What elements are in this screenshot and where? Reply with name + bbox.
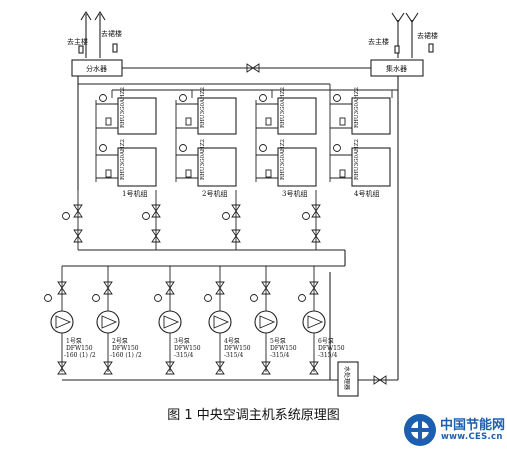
- label-to-main-building-left: 去主楼: [67, 37, 88, 46]
- distributor-label: 分水器: [86, 64, 107, 73]
- branch-valves: [62, 190, 321, 250]
- pump-4-spec: -315/4: [224, 352, 244, 359]
- pump-6-spec: -315/4: [318, 352, 338, 359]
- chiller-model-2b: RHU3G0AHZ2: [200, 139, 206, 180]
- pump-4-name: 4号泵: [224, 338, 240, 345]
- pump-2-model: DFW150: [112, 345, 139, 352]
- pump-6-model: DFW150: [318, 345, 345, 352]
- pump-3-name: 3号泵: [174, 338, 190, 345]
- water-treatment-box: [337, 361, 359, 397]
- chiller-model-4a: RHU3G0AHZ2: [354, 87, 360, 128]
- pump-1-name: 1号泵: [66, 338, 82, 345]
- brand-url[interactable]: www.CES.cn: [441, 432, 503, 442]
- pump-6-name: 6号泵: [318, 338, 334, 345]
- pump-row: [44, 266, 326, 375]
- chiller-label-2: 2号机组: [202, 189, 227, 198]
- chiller-label-1: 1号机组: [122, 189, 147, 198]
- outlet-arrows: [78, 10, 434, 58]
- chiller-model-3a: RHU3G0AHZ2: [280, 87, 286, 128]
- pump-2-spec: -160 (1) /2: [110, 352, 142, 359]
- water-treatment-label: 水处理器: [343, 366, 351, 390]
- pump-4-model: DFW150: [224, 345, 251, 352]
- chiller-label-4: 4号机组: [354, 189, 379, 198]
- chiller-units: [95, 84, 393, 187]
- brand-name: 中国节能网: [440, 418, 506, 433]
- label-to-main-building-right: 去主楼: [368, 37, 389, 46]
- chiller-label-3: 3号机组: [282, 189, 307, 198]
- chiller-model-4b: RHU3G0AHZ2: [354, 139, 360, 180]
- pump-3-spec: -315/4: [174, 352, 194, 359]
- label-to-podium-left: 去裙楼: [101, 29, 122, 38]
- brand-logo: [404, 414, 436, 446]
- pump-5-model: DFW150: [270, 345, 297, 352]
- chiller-model-2a: RHU3G0AHZ2: [200, 87, 206, 128]
- pump-2-name: 2号泵: [112, 338, 128, 345]
- pump-5-name: 5号泵: [270, 338, 286, 345]
- chiller-model-1b: RHU3G0AHZ2: [120, 139, 126, 180]
- label-to-podium-right: 去裙楼: [417, 31, 438, 40]
- pump-5-spec: -315/4: [270, 352, 290, 359]
- pump-1-model: DFW150: [66, 345, 93, 352]
- chiller-model-3b: RHU3G0AHZ2: [280, 139, 286, 180]
- pump-1-spec: -160 (1) /2: [64, 352, 96, 359]
- figure-caption: 图 1 中央空调主机系统原理图: [167, 408, 340, 423]
- chiller-model-1a: RHU3G0AHZ2: [120, 87, 126, 128]
- pump-3-model: DFW150: [174, 345, 201, 352]
- collector-label: 集水器: [386, 64, 407, 73]
